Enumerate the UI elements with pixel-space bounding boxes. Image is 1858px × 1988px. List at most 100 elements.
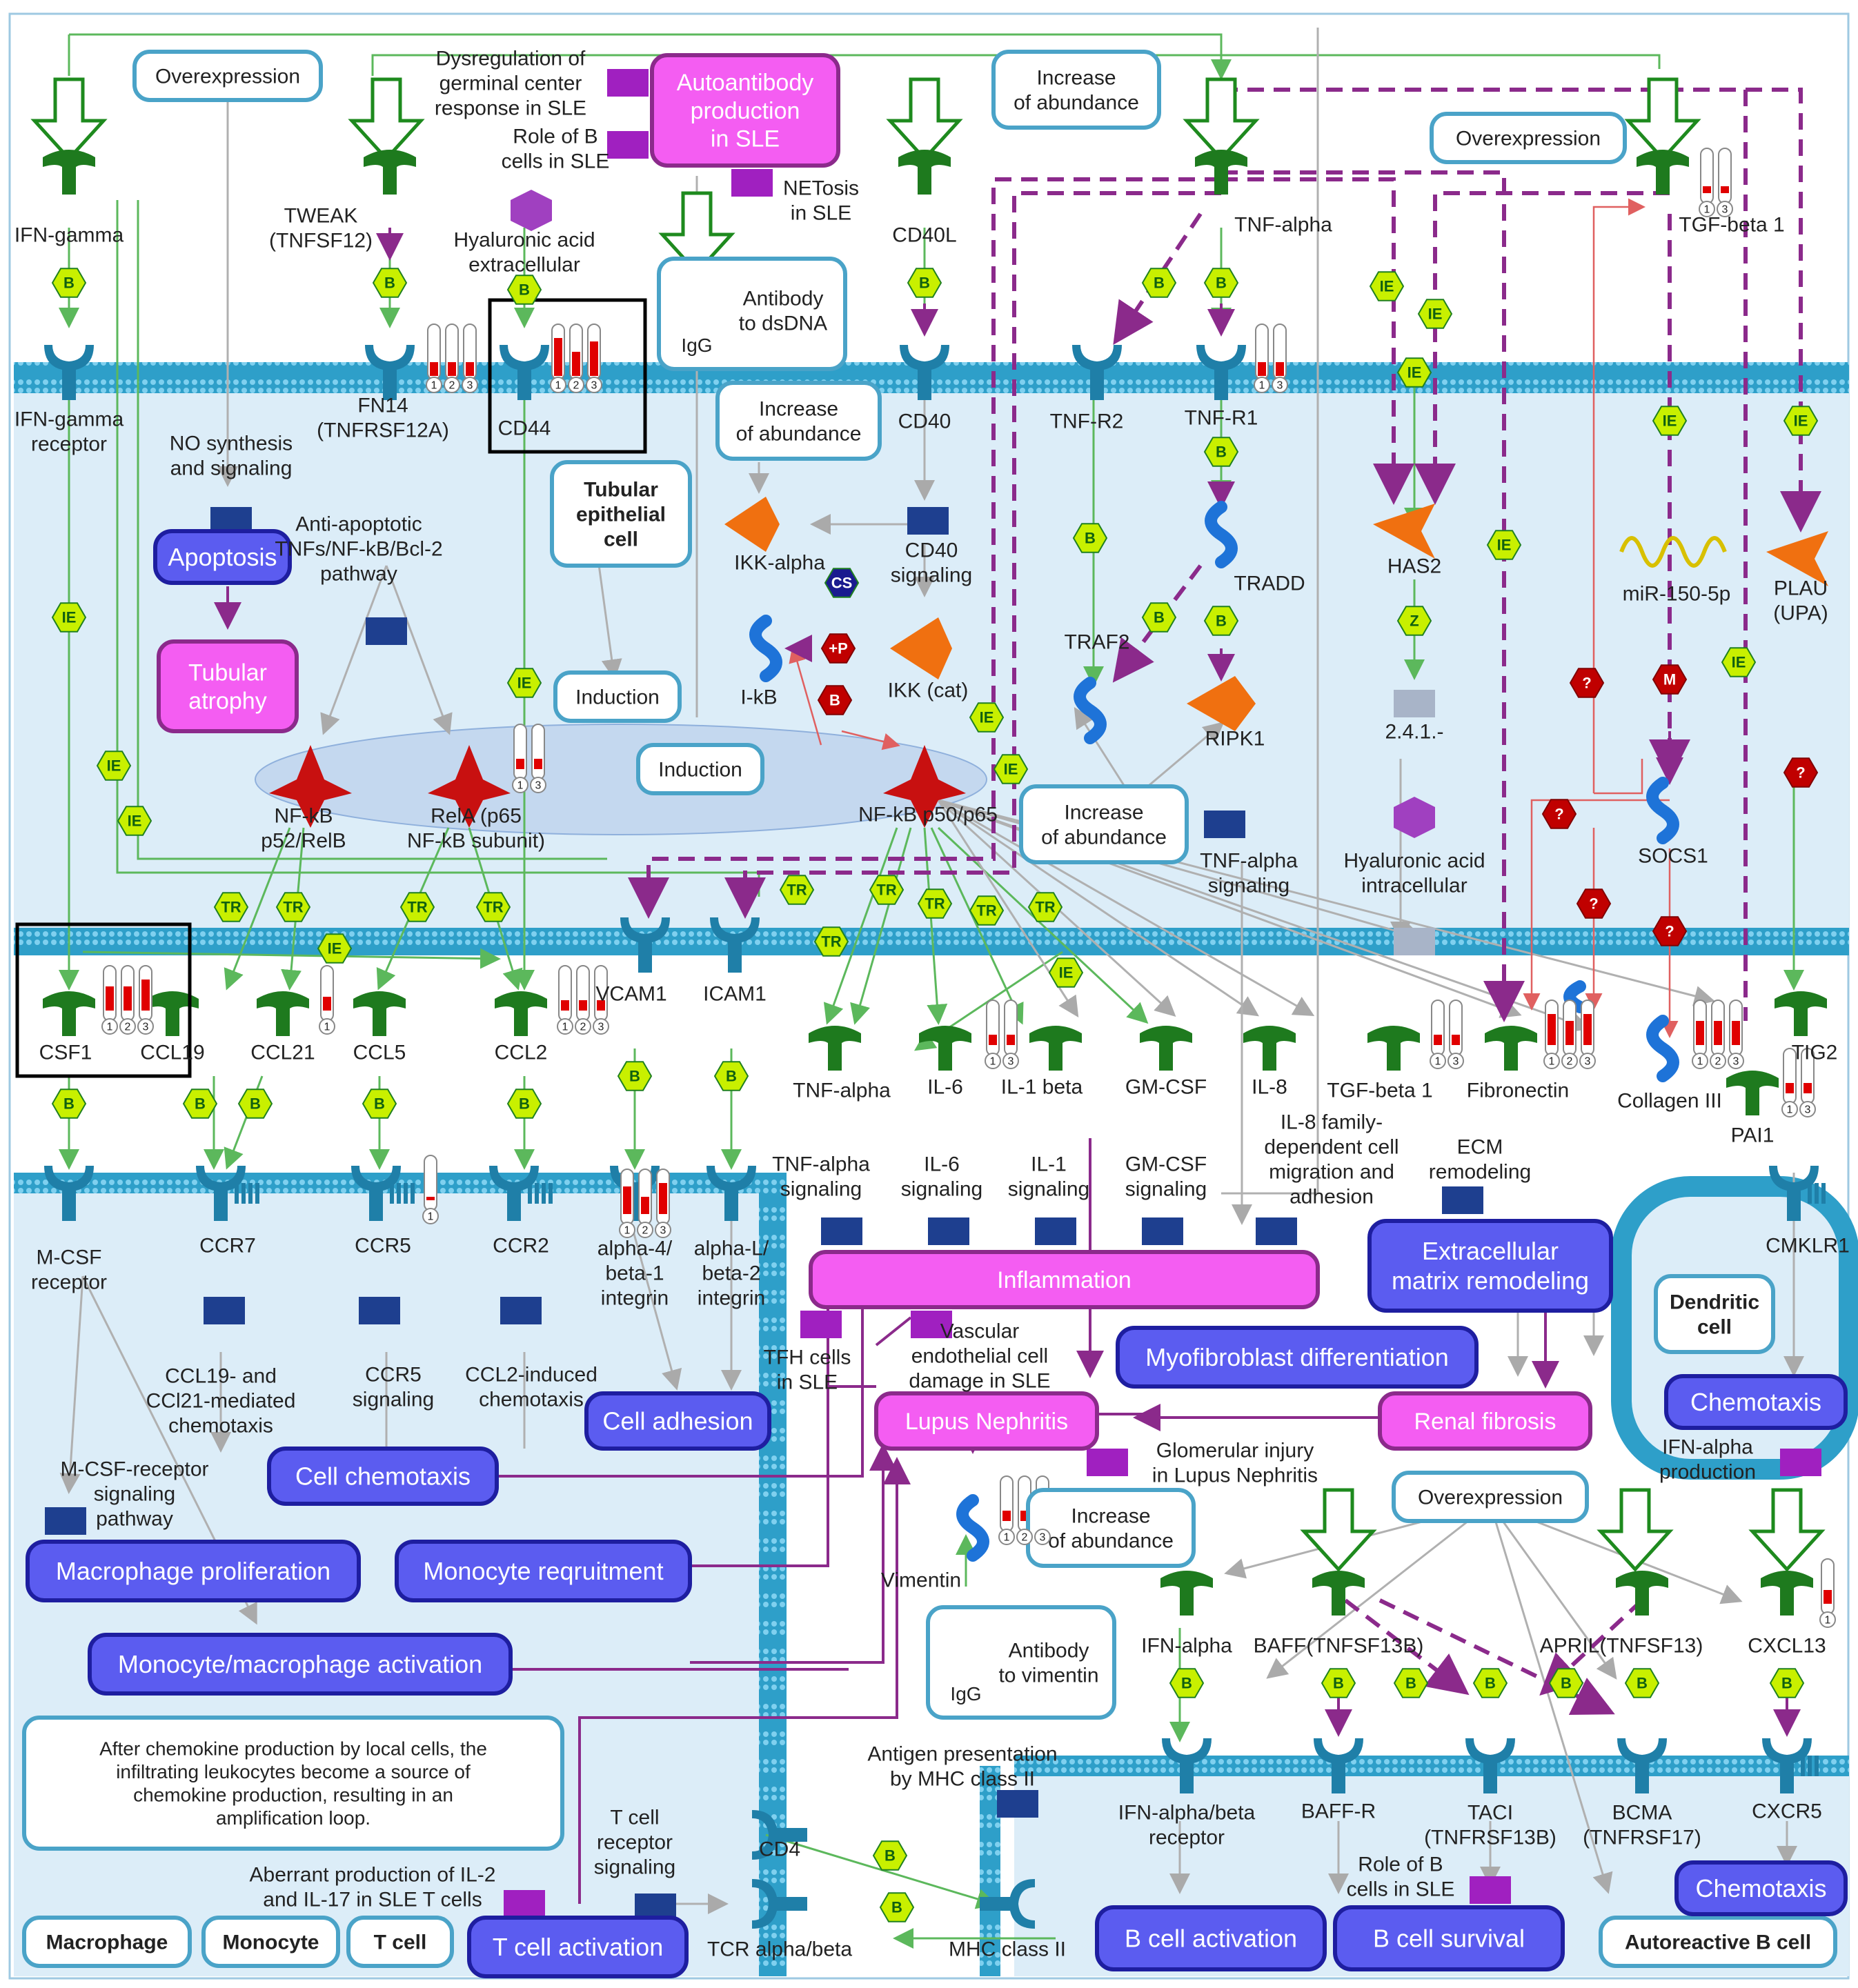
thermo-index: 1 bbox=[431, 380, 437, 392]
cell-type-label: T cell bbox=[374, 1931, 427, 1954]
grey-squares bbox=[1394, 690, 1435, 955]
ligand-label: CD40L bbox=[892, 224, 956, 247]
hex-badge-label: B bbox=[1181, 1675, 1192, 1692]
ligand-glyph bbox=[1485, 1026, 1537, 1071]
ligand-label: CXCL13 bbox=[1748, 1635, 1826, 1658]
ligand-glyph bbox=[1616, 1571, 1668, 1616]
thermo-index: 1 bbox=[1004, 1532, 1010, 1544]
hex-badge-label: B bbox=[250, 1095, 261, 1113]
mir-wave bbox=[1619, 536, 1727, 568]
hex-badge bbox=[969, 702, 1005, 733]
receptor-glyph bbox=[365, 345, 415, 400]
ligand-label: GM-CSF bbox=[1125, 1076, 1207, 1099]
node-label: TRADD bbox=[1234, 573, 1305, 595]
hex-badge bbox=[869, 875, 905, 905]
input-arrow bbox=[348, 77, 425, 161]
hex-badge-label: IE bbox=[1497, 537, 1512, 554]
thermo-index: 1 bbox=[555, 380, 562, 392]
ligand-label: PAI1 bbox=[1731, 1124, 1775, 1147]
thermo-index: 3 bbox=[1277, 380, 1283, 392]
thermo-bulb bbox=[1728, 1053, 1744, 1069]
receptor-glyph bbox=[1162, 1738, 1212, 1793]
hex-badge bbox=[475, 892, 511, 922]
ligand-glyph bbox=[1637, 150, 1689, 195]
thermo-bulb bbox=[1447, 1053, 1464, 1069]
nfkb-ellipse bbox=[255, 724, 987, 835]
disease-process bbox=[809, 1250, 1320, 1309]
hex-badge-label: B bbox=[1405, 1675, 1416, 1692]
ligand-label: TNF-alpha bbox=[1234, 214, 1332, 237]
cellular-process-label: Myofibroblast differentiation bbox=[1145, 1343, 1449, 1371]
ligand-glyph bbox=[495, 991, 547, 1036]
hex-badge-label: IE bbox=[1407, 364, 1422, 381]
thermo-bulb bbox=[530, 777, 546, 793]
thermo-bulb bbox=[444, 377, 460, 393]
thermo-index: 3 bbox=[660, 1225, 666, 1237]
cellular-process-label: Cell chemotaxis bbox=[295, 1462, 471, 1491]
disease-process-label: Lupus Nephritis bbox=[905, 1409, 1068, 1435]
hex-badge-label: TR bbox=[221, 899, 241, 916]
info-box bbox=[1026, 1488, 1196, 1568]
note-text: After chemokine production by local cell… bbox=[99, 1738, 487, 1829]
thermo-index: 2 bbox=[1567, 1056, 1573, 1068]
receptor-label: CCR7 bbox=[199, 1235, 256, 1258]
cellular-process bbox=[395, 1540, 692, 1602]
ligand-label: BAFF(TNFSF13B) bbox=[1254, 1635, 1424, 1658]
hex-badge-label: IE bbox=[1663, 412, 1677, 430]
hex-badge bbox=[96, 751, 132, 781]
hyaluronic-hexagon bbox=[1394, 797, 1435, 838]
hex-badge bbox=[820, 633, 856, 664]
note-box bbox=[22, 1716, 564, 1851]
cellular-process-label: B cell activation bbox=[1125, 1925, 1297, 1953]
highlight-frame-cd44 bbox=[488, 298, 647, 454]
thermo-bulb bbox=[462, 377, 478, 393]
hex-badge-label: ? bbox=[1554, 806, 1563, 823]
input-arrow bbox=[1748, 1488, 1826, 1572]
adaptor-shapes bbox=[749, 501, 1679, 1562]
receptor-glyphs bbox=[44, 345, 1819, 1929]
hex-badge-label: IE bbox=[1428, 306, 1443, 323]
receptor-glyph bbox=[710, 917, 760, 973]
info-box bbox=[22, 1916, 192, 1968]
info-box bbox=[1019, 784, 1189, 864]
thermo-bulb bbox=[119, 1018, 136, 1035]
thermo-bulb bbox=[1002, 1053, 1019, 1069]
node-label: SOCS1 bbox=[1638, 845, 1708, 868]
hex-badge-label: TR bbox=[787, 882, 807, 899]
receptor-glyph bbox=[1465, 1738, 1515, 1793]
hex-badge-label: B bbox=[1085, 530, 1096, 547]
thermo-index: 1 bbox=[1549, 1056, 1555, 1068]
receptor-glyph bbox=[44, 1166, 94, 1221]
cellular-process bbox=[1674, 1860, 1848, 1916]
cellular-process-label: Monocyte reqruitment bbox=[423, 1557, 663, 1585]
info-box-text: Induction bbox=[575, 686, 660, 709]
receptor-glyph bbox=[1072, 345, 1122, 400]
thermo-bulb bbox=[1717, 201, 1733, 217]
hex-badge bbox=[1569, 668, 1605, 698]
thermo-bulb bbox=[1579, 1053, 1596, 1069]
hex-badge bbox=[1203, 268, 1239, 298]
receptor-label: ICAM1 bbox=[703, 983, 767, 1006]
cellular-process-label: Chemotaxis bbox=[1690, 1388, 1821, 1416]
kinase-shapes bbox=[724, 497, 1828, 731]
thermo-index: 2 bbox=[449, 380, 455, 392]
hex-badge bbox=[317, 933, 353, 964]
cellular-process-label: B cell survival bbox=[1373, 1925, 1525, 1953]
hex-badge-label: B bbox=[1333, 1675, 1344, 1692]
hex-badge bbox=[1652, 664, 1688, 695]
receptor-glyph bbox=[900, 345, 949, 400]
hex-badge bbox=[1769, 1668, 1805, 1698]
hex-badge-label: ? bbox=[1589, 895, 1598, 913]
